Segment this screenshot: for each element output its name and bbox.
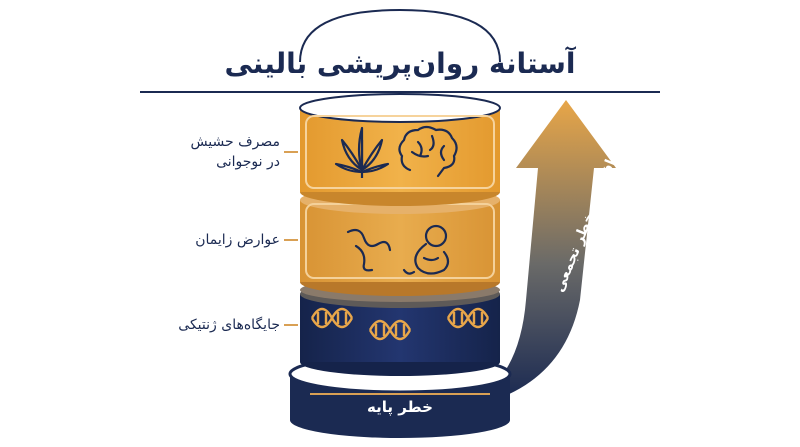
cannabis-leaf-icon (334, 126, 390, 178)
cumulative-risk-arrow (478, 100, 616, 398)
diagram-title: آستانه روان‌پریشی بالینی (224, 47, 576, 80)
genetic-loci-label: جایگاه‌های ژنتیکی (178, 317, 280, 333)
dna-icon (368, 319, 412, 341)
dna-icon (446, 307, 490, 329)
brain-icon (398, 125, 458, 178)
cannabis-use-label: مصرف حشیش در نوجوانی (190, 134, 280, 170)
dna-icon (310, 307, 354, 329)
fetus-icon (402, 224, 450, 275)
umbilical-cord-icon (346, 228, 392, 272)
base-risk-disk (288, 354, 512, 438)
base-risk-label: خطر پایه (367, 398, 433, 416)
birth-complications-label: عوارض زایمان (195, 232, 280, 248)
threshold-arc (299, 8, 501, 63)
